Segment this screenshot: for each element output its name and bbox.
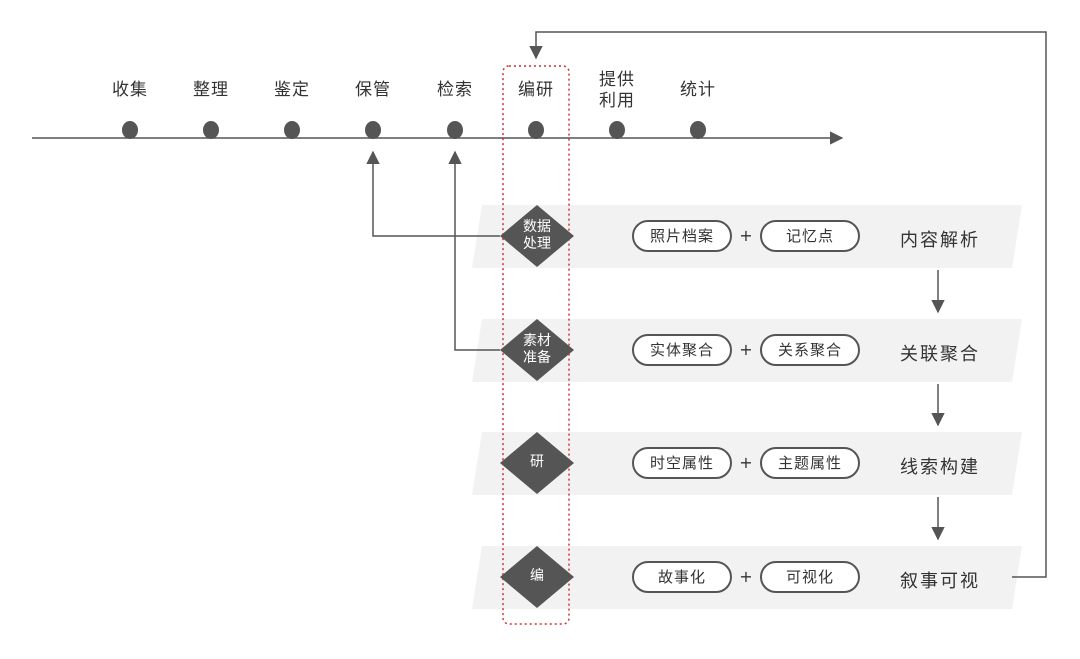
result-narrative-visualization: 叙事可视 xyxy=(900,571,980,592)
stage-node-compile xyxy=(528,121,544,139)
stage-node-collect xyxy=(122,121,138,139)
diamond-row-3 xyxy=(500,432,574,494)
connector-material-to-search xyxy=(448,150,500,351)
pill-visualization: 可视化 xyxy=(760,561,860,593)
row-band-1 xyxy=(472,205,1022,268)
row-band-2 xyxy=(472,319,1022,382)
pill-photo-archive: 照片档案 xyxy=(632,220,732,252)
compile-highlight-box xyxy=(502,65,570,625)
stage-node-provide xyxy=(609,121,625,139)
pill-memory-point: 记忆点 xyxy=(760,220,860,252)
plus-row-1: + xyxy=(739,226,753,245)
stage-node-statistics xyxy=(690,121,706,139)
stage-label-organize: 整理 xyxy=(193,80,229,100)
pill-relation-aggregation: 关系聚合 xyxy=(760,334,860,366)
plus-row-3: + xyxy=(739,453,753,472)
row-band-3 xyxy=(472,432,1022,495)
diamond-label-row-2: 素材 准备 xyxy=(523,333,551,366)
diamond-row-4 xyxy=(500,546,574,608)
plus-row-4: + xyxy=(739,567,753,586)
pill-storytelling: 故事化 xyxy=(632,561,732,593)
result-content-analysis: 内容解析 xyxy=(900,230,980,251)
stage-node-organize xyxy=(203,121,219,139)
diamond-row-2 xyxy=(500,319,574,381)
pill-theme-attribute: 主题属性 xyxy=(760,447,860,479)
result-clue-construction: 线索构建 xyxy=(900,457,980,478)
stage-label-statistics: 统计 xyxy=(680,80,716,100)
result-association-aggregation: 关联聚合 xyxy=(900,344,980,365)
plus-row-2: + xyxy=(739,340,753,359)
stage-label-appraise: 鉴定 xyxy=(274,80,310,100)
stage-node-appraise xyxy=(284,121,300,139)
pill-entity-aggregation: 实体聚合 xyxy=(632,334,732,366)
diamond-row-1 xyxy=(500,205,574,267)
stage-node-search xyxy=(447,121,463,139)
stage-label-compile: 编研 xyxy=(518,80,554,100)
feedback-loop-connector xyxy=(529,31,1047,578)
connector-processing-to-store xyxy=(366,150,500,237)
stage-node-store xyxy=(365,121,381,139)
diamond-label-row-1: 数据 处理 xyxy=(523,219,551,252)
diamond-label-row-4: 编 xyxy=(530,568,544,584)
stage-label-search: 检索 xyxy=(437,80,473,100)
diamond-label-row-3: 研 xyxy=(530,454,544,470)
row-band-4 xyxy=(472,546,1022,609)
stage-label-store: 保管 xyxy=(355,80,391,100)
pill-spatiotemporal-attribute: 时空属性 xyxy=(632,447,732,479)
stage-label-provide: 提供 利用 xyxy=(599,70,635,111)
stage-label-collect: 收集 xyxy=(112,80,148,100)
